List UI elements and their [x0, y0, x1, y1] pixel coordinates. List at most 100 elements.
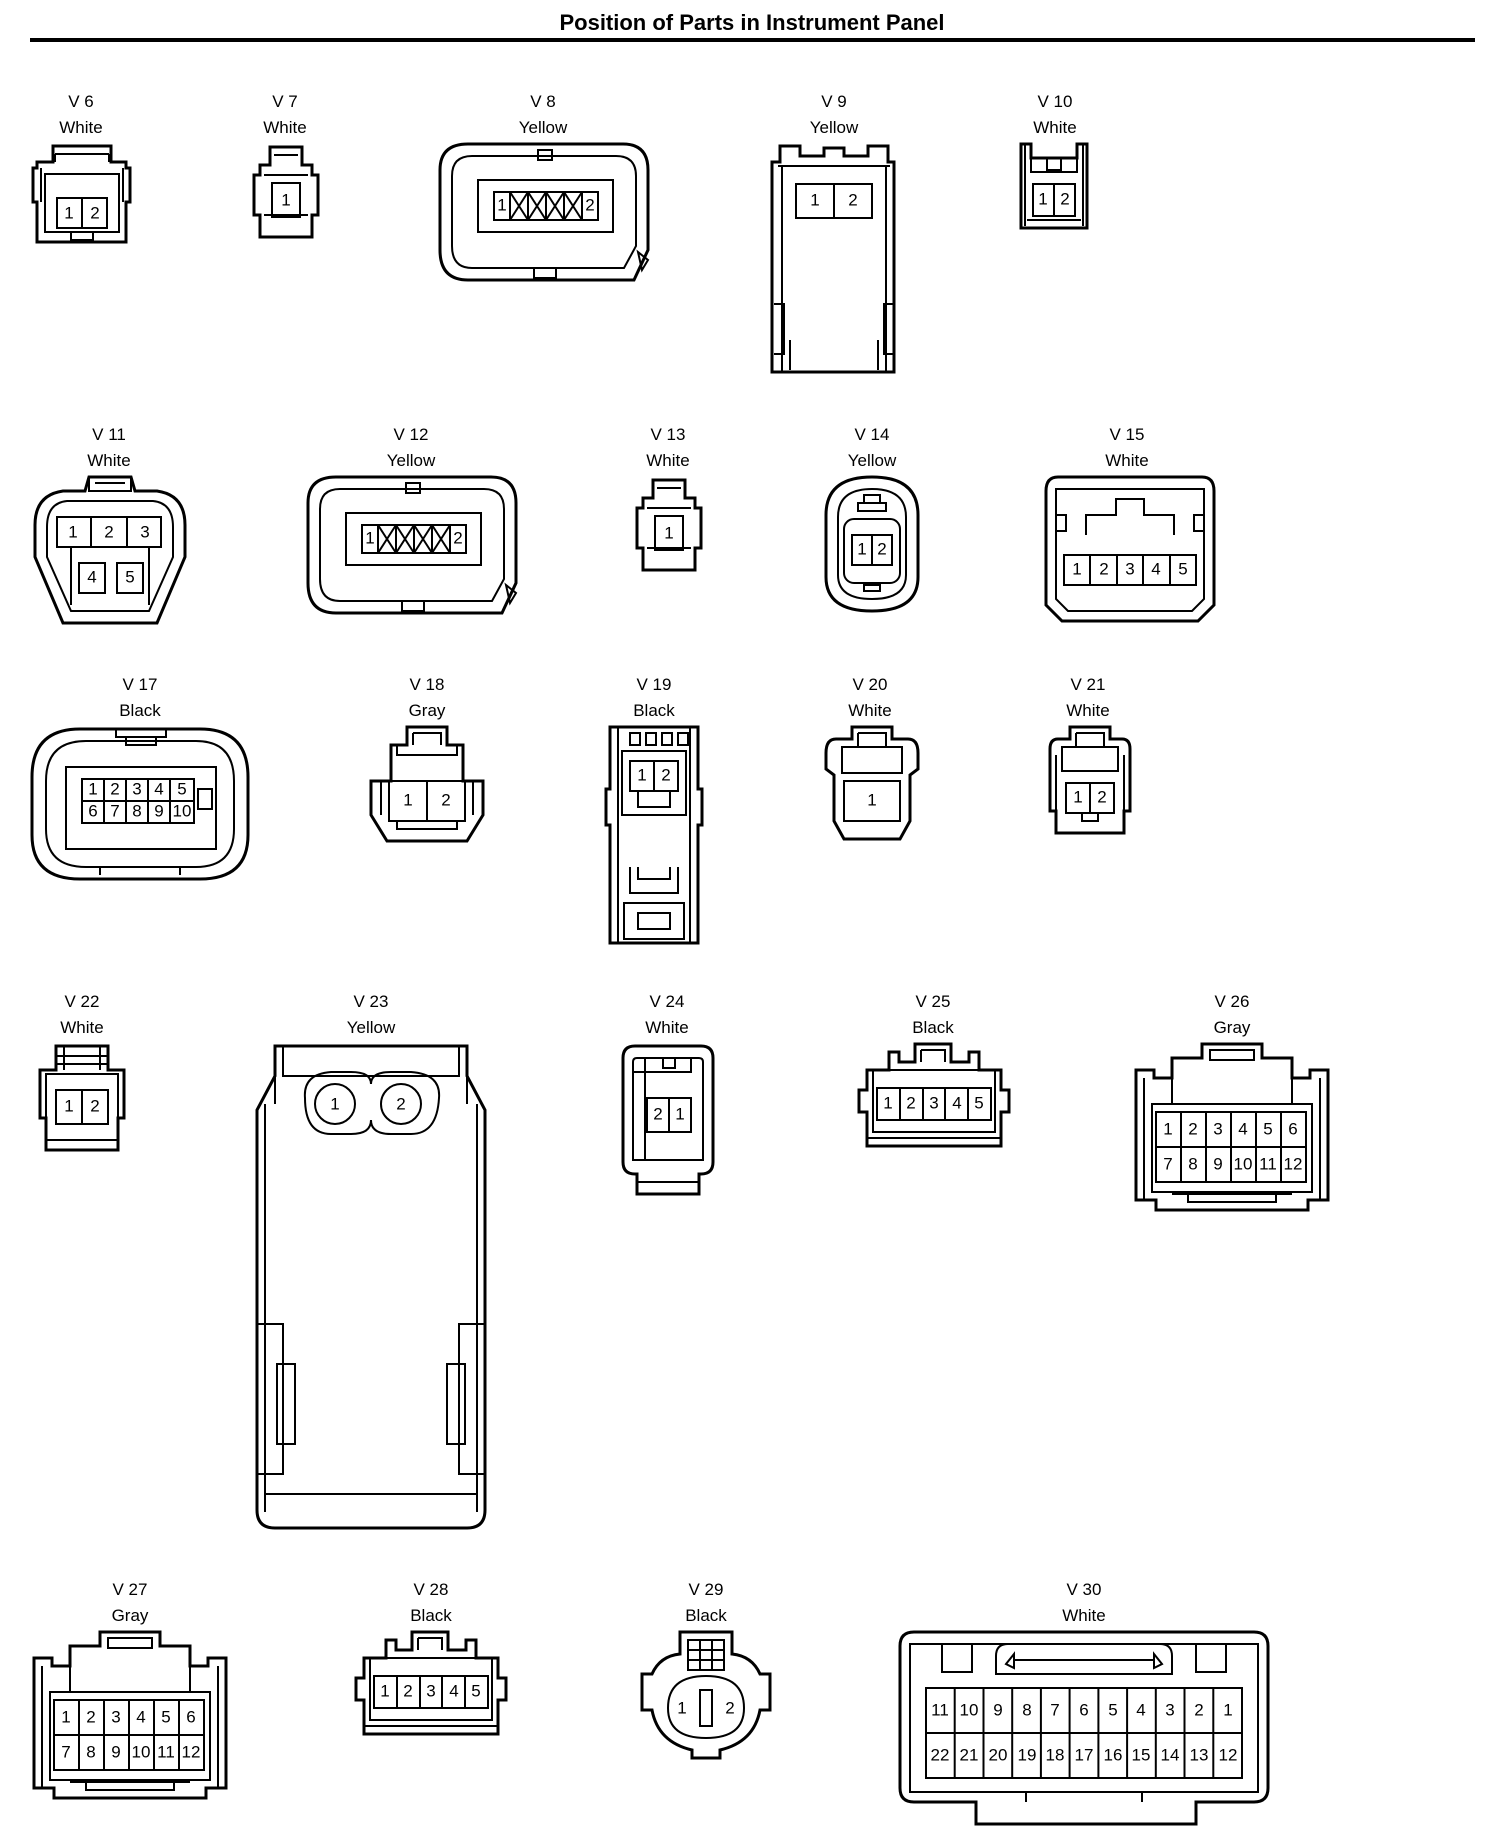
connector-color: Black: [685, 1606, 727, 1625]
pin-label: 9: [993, 1700, 1002, 1719]
pin-label: 1: [330, 1094, 339, 1113]
connector-v12-face: 1 2: [306, 475, 518, 615]
pin-label: 7: [1163, 1154, 1172, 1173]
pin-label: 2: [90, 203, 99, 222]
pin-label: 2: [1188, 1119, 1197, 1138]
pin-label: 8: [86, 1742, 95, 1761]
connector-v8-face: 1 2: [438, 142, 650, 282]
pin-label: 13: [1190, 1745, 1209, 1764]
connector-v21-face: 1 2: [1048, 725, 1132, 835]
pin-label: 8: [1188, 1154, 1197, 1173]
pin-label: 4: [136, 1707, 145, 1726]
connector-color: White: [59, 118, 103, 137]
connector-id: V 28: [413, 1580, 449, 1599]
pin-label: 4: [1238, 1119, 1247, 1138]
pin-label: 15: [1132, 1745, 1151, 1764]
connector-v30-face: 11 10 9 8 7 6 5 4 3 2 1 22 21 20 19 18 1…: [898, 1630, 1270, 1826]
connector-id: V 15: [1109, 425, 1145, 444]
pin-label: 1: [857, 539, 866, 558]
pin-label: 4: [154, 779, 163, 798]
connector-color: White: [1066, 701, 1110, 720]
pin-label: 2: [848, 190, 857, 209]
pin-label: 2: [1097, 787, 1106, 806]
page-title: Position of Parts in Instrument Panel: [559, 10, 945, 35]
pin-label: 1: [1072, 559, 1081, 578]
connector-v10-face: 1 2: [1019, 142, 1089, 230]
connector-v6-face: 1 2: [31, 144, 132, 244]
pin-label: 2: [104, 522, 113, 541]
pin-label: 5: [471, 1681, 480, 1700]
connector-id: V 20: [852, 675, 888, 694]
pin-label: 7: [110, 801, 119, 820]
connector-id: V 21: [1070, 675, 1106, 694]
pin-label: 2: [1060, 189, 1069, 208]
pin-label: 22: [931, 1745, 950, 1764]
pin-label: 20: [989, 1745, 1008, 1764]
pin-label: 2: [453, 528, 462, 547]
pin-label: 2: [1099, 559, 1108, 578]
connector-v9-face: 1 2: [770, 144, 896, 374]
pin-label: 16: [1104, 1745, 1123, 1764]
connector-id: V 25: [915, 992, 951, 1011]
pin-label: 1: [675, 1104, 684, 1123]
connector-id: V 30: [1066, 1580, 1102, 1599]
pin-label: 1: [281, 190, 290, 209]
connector-color: Yellow: [346, 1018, 396, 1037]
connector-id: V 9: [821, 92, 847, 111]
connector-v19-face: 1 2: [604, 725, 704, 945]
connector-color: Yellow: [518, 118, 568, 137]
pin-label: 6: [88, 801, 97, 820]
connector-id: V 29: [688, 1580, 724, 1599]
pin-label: 1: [403, 790, 412, 809]
pin-label: 17: [1075, 1745, 1094, 1764]
connector-color: Gray: [111, 1606, 149, 1625]
title-divider: [30, 38, 1475, 42]
connector-color: Black: [912, 1018, 954, 1037]
connector-id: V 24: [649, 992, 685, 1011]
connector-color: Yellow: [386, 451, 436, 470]
pin-label: 5: [1178, 559, 1187, 578]
pin-label: 1: [64, 203, 73, 222]
pin-label: 4: [87, 567, 96, 586]
connector-id: V 10: [1037, 92, 1073, 111]
connector-v23-face: 1 2: [255, 1044, 487, 1530]
pin-label: 1: [61, 1707, 70, 1726]
connector-color: White: [1105, 451, 1149, 470]
connector-v17-face: 1 2 3 4 5 6 7 8 9 10: [30, 727, 250, 881]
pin-label: 12: [1219, 1745, 1238, 1764]
pin-label: 4: [1136, 1700, 1145, 1719]
connector-color: White: [645, 1018, 689, 1037]
pin-label: 2: [110, 779, 119, 798]
pin-label: 6: [1079, 1700, 1088, 1719]
pin-label: 1: [1223, 1700, 1232, 1719]
connector-color: Black: [119, 701, 161, 720]
pin-label: 3: [132, 779, 141, 798]
pin-label: 1: [64, 1096, 73, 1115]
connector-v24-face: 2 1: [621, 1044, 715, 1196]
pin-label: 2: [906, 1093, 915, 1112]
connector-id: V 11: [92, 425, 126, 444]
pin-label: 1: [88, 779, 97, 798]
pin-label: 10: [132, 1742, 151, 1761]
connector-color: White: [87, 451, 131, 470]
pin-label: 8: [132, 801, 141, 820]
pin-label: 1: [664, 523, 673, 542]
pin-label: 2: [653, 1104, 662, 1123]
pin-label: 8: [1022, 1700, 1031, 1719]
connector-color: Black: [410, 1606, 452, 1625]
connector-color: White: [1033, 118, 1077, 137]
connector-v29-face: 1 2: [640, 1630, 772, 1760]
pin-label: 3: [1165, 1700, 1174, 1719]
pin-label: 11: [1259, 1154, 1277, 1173]
pin-label: 12: [1284, 1154, 1303, 1173]
pin-label: 11: [157, 1742, 175, 1761]
pin-label: 3: [111, 1707, 120, 1726]
pin-label: 1: [380, 1681, 389, 1700]
connector-v27-face: 1 2 3 4 5 6 7 8 9 10 11 12: [32, 1630, 228, 1800]
pin-label: 10: [960, 1700, 979, 1719]
connector-v20-face: 1: [824, 725, 920, 841]
connector-id: V 23: [353, 992, 389, 1011]
pin-label: 9: [154, 801, 163, 820]
pin-label: 2: [585, 195, 594, 214]
connector-id: V 7: [272, 92, 298, 111]
